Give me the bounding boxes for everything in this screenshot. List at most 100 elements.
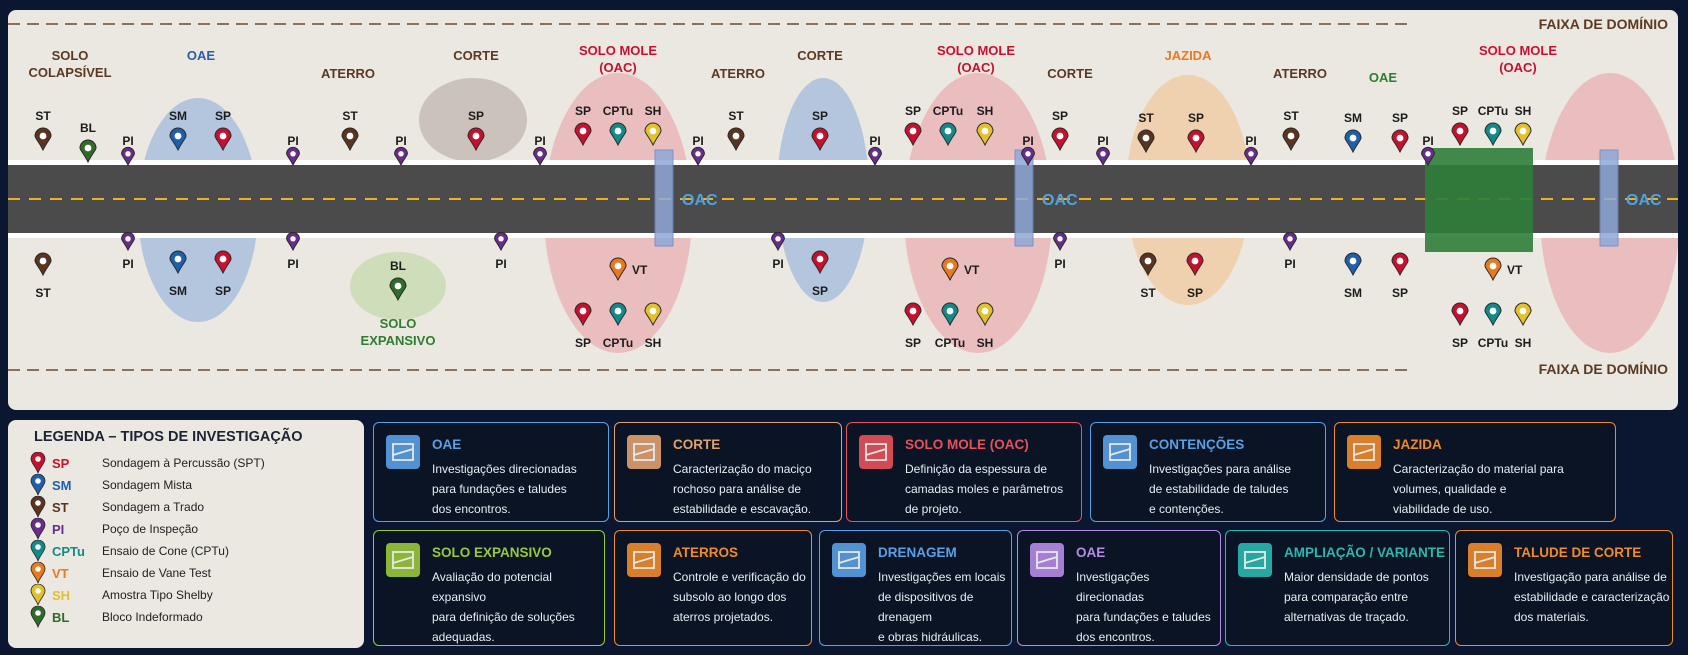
zone-label-solo-mole-2-line2: (OAC) <box>957 60 995 75</box>
pin-sh: SH <box>976 302 994 350</box>
pin-hole <box>1349 134 1357 142</box>
pin-label: SP <box>215 284 231 298</box>
card-title: DRENAGEM <box>878 545 957 560</box>
mountain-icon <box>627 435 661 469</box>
pin-label: PI <box>495 257 506 271</box>
card-title: OAE <box>432 437 462 452</box>
card-title: AMPLIAÇÃO / VARIANTE <box>1284 545 1445 560</box>
corte-1-zone <box>419 78 527 162</box>
pin-hole <box>732 132 740 140</box>
pin-hole <box>1519 307 1527 315</box>
legend-code: BL <box>52 609 70 625</box>
pin-sm: SM <box>1344 111 1362 154</box>
pin-hole <box>125 151 131 157</box>
oac-label-3: OAC <box>1626 192 1662 209</box>
pin-label: SP <box>1392 111 1408 125</box>
zone-label-aterro-2: ATERRO <box>711 66 765 81</box>
card-description: Maior densidade de pontos para comparaçã… <box>1284 570 1429 624</box>
pin-sp: SP <box>1051 109 1069 152</box>
pin-icon <box>30 606 46 628</box>
pin-label: SP <box>468 109 484 123</box>
pin-label: PI <box>122 257 133 271</box>
pin-label: ST <box>342 109 358 123</box>
pin-pi: PI <box>533 134 547 167</box>
pin-label: SP <box>1452 336 1468 350</box>
zone-label-solo-mole-2: SOLO MOLE <box>937 43 1015 58</box>
pin-pi: PI <box>1096 134 1110 167</box>
pin-hole <box>1100 151 1106 157</box>
pin-sp: SP <box>574 302 592 350</box>
pin-hole <box>909 307 917 315</box>
pin-label: ST <box>1138 111 1154 125</box>
card-title: CONTENÇÕES <box>1149 437 1245 452</box>
legend-code: CPTu <box>52 543 85 559</box>
pin-vt: VT <box>1484 257 1523 282</box>
zone-label-solo-expansivo-line2: EXPANSIVO <box>361 333 436 348</box>
pin-hole <box>946 307 954 315</box>
pin-label: VT <box>632 263 648 277</box>
pin-hole <box>290 151 296 157</box>
pin-hole <box>394 282 402 290</box>
pin-sp: SP <box>214 250 232 298</box>
card-title: SOLO MOLE (OAC) <box>905 437 1029 452</box>
legend-description: Sondagem a Trado <box>102 500 205 514</box>
embankment-icon <box>627 543 661 577</box>
pin-pi: PI <box>1283 231 1297 271</box>
card-description: Definição da espessura de camadas moles … <box>905 462 1064 516</box>
pin-label: CPTu <box>603 104 633 118</box>
highway-map: FAIXA DE DOMÍNIO FAIXA DE DOMÍNIO <box>8 10 1678 410</box>
pin-sp: SP <box>467 109 485 152</box>
legend-description: Bloco Indeformado <box>102 610 203 624</box>
pin-hole <box>944 127 952 135</box>
highway-map-canvas: FAIXA DE DOMÍNIO FAIXA DE DOMÍNIO <box>8 16 1678 377</box>
pin-label: PI <box>1097 134 1108 148</box>
pin-hole <box>981 307 989 315</box>
pin-hole <box>498 236 504 242</box>
card-description: Avaliação do potencial expansivo para de… <box>432 570 575 644</box>
pin-hole <box>579 307 587 315</box>
pin-pi: PI <box>1053 231 1067 271</box>
pin-icon <box>30 474 46 496</box>
pin-hole <box>1396 134 1404 142</box>
pin-sp: SP <box>1391 252 1409 300</box>
pin-hole <box>1192 134 1200 142</box>
zone-label-jazida: JAZIDA <box>1165 48 1213 63</box>
pin-label: PI <box>287 134 298 148</box>
card-description: Investigações para análise de estabilida… <box>1149 462 1292 516</box>
road-edge-top <box>8 160 1678 165</box>
pin-sp: SP <box>1391 111 1409 154</box>
pin-sm: SM <box>1344 252 1362 300</box>
pin-sp: SP <box>214 109 232 152</box>
pin-st: ST <box>1282 109 1300 152</box>
bridge-icon <box>1030 543 1064 577</box>
pin-hole <box>946 262 954 270</box>
pin-label: SP <box>1187 286 1203 300</box>
pin-hole <box>649 307 657 315</box>
pin-hole <box>290 236 296 242</box>
pin-cptu: CPTu <box>603 302 633 350</box>
pin-label: PI <box>534 134 545 148</box>
pin-label: CPTu <box>935 336 965 350</box>
pin-sp: SP <box>904 104 922 147</box>
pin-hole <box>174 132 182 140</box>
zone-label-solo-mole-1: SOLO MOLE <box>579 43 657 58</box>
zone-label-aterro-3: ATERRO <box>1273 66 1327 81</box>
zone-label-solo-colapsivel: SOLO <box>52 48 89 63</box>
pin-label: ST <box>35 109 51 123</box>
card-description: Investigações em locais de dispositivos … <box>878 570 1006 644</box>
info-card-conten-es: CONTENÇÕES Investigações para análise de … <box>1090 422 1326 522</box>
pin-hole <box>537 151 543 157</box>
pin-hole <box>1025 151 1031 157</box>
zone-label-corte-2: CORTE <box>797 48 843 63</box>
pin-label: PI <box>395 134 406 148</box>
pin-pi: PI <box>286 231 300 271</box>
zone-label-oae-1: OAE <box>187 48 216 63</box>
pin-label: ST <box>1283 109 1299 123</box>
